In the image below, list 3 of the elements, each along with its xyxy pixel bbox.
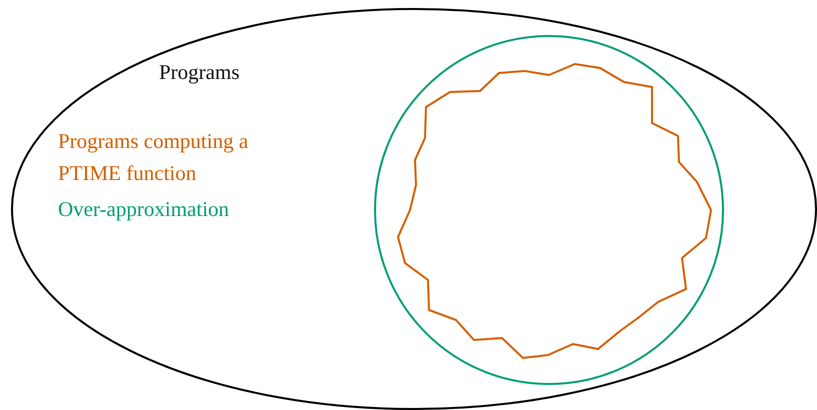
legend-label: Programs computing a PTIME function bbox=[58, 128, 250, 187]
region-label: Programs bbox=[159, 60, 240, 85]
legend-label: Over-approximation bbox=[58, 196, 230, 223]
